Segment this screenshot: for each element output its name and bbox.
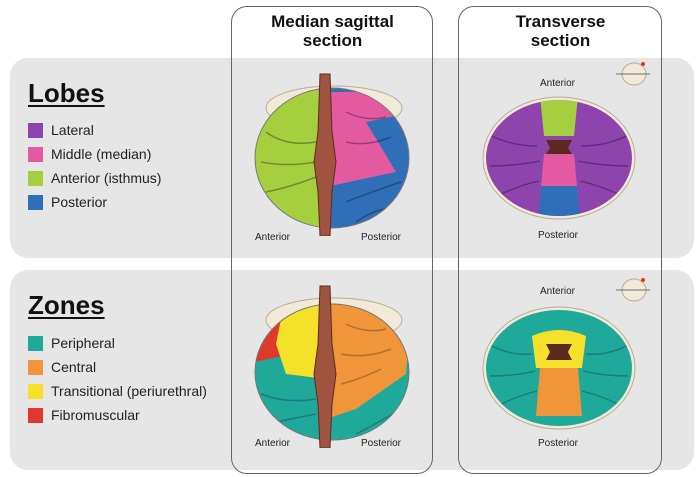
central-swatch [28,360,43,375]
legend-item-lateral: Lateral [28,118,161,142]
transverse-lobes-diagram [482,96,636,220]
lateral-swatch [28,123,43,138]
legend-item-posterior: Posterior [28,190,161,214]
legend-item-central: Central [28,355,207,379]
anterior-swatch [28,171,43,186]
legend-label: Fibromuscular [51,407,140,423]
legend-item-transitional: Transitional (periurethral) [28,379,207,403]
middle-swatch [28,147,43,162]
legend-item-fibromuscular: Fibromuscular [28,403,207,427]
posterior-swatch [28,195,43,210]
legend-label: Posterior [51,194,107,210]
label-anterior: Anterior [540,286,575,297]
sagittal-zones-diagram [246,284,420,448]
label-posterior: Posterior [538,230,578,241]
peripheral-swatch [28,336,43,351]
transverse-zones-diagram [482,306,636,430]
legend-label: Anterior (isthmus) [51,170,161,186]
label-anterior: Anterior [255,438,290,449]
orientation-thumbnail-icon [614,274,652,304]
lobes-legend: Lateral Middle (median) Anterior (isthmu… [28,118,161,214]
label-anterior: Anterior [255,232,290,243]
zones-legend: Peripheral Central Transitional (periure… [28,331,207,427]
legend-label: Central [51,359,96,375]
orientation-thumbnail-icon [614,58,652,88]
urethra-lumen [546,140,572,154]
legend-item-middle: Middle (median) [28,142,161,166]
legend-label: Transitional (periurethral) [51,383,207,399]
legend-item-anterior: Anterior (isthmus) [28,166,161,190]
zones-heading: Zones [28,290,105,321]
legend-label: Lateral [51,122,94,138]
middle-lobe-region [541,154,577,186]
label-posterior: Posterior [361,232,401,243]
lobes-heading: Lobes [28,78,105,109]
transitional-swatch [28,384,43,399]
transverse-column-title: Transverse section [458,12,663,50]
anterior-lobe-region [540,96,578,136]
central-zone-region [536,368,582,416]
label-posterior: Posterior [361,438,401,449]
label-anterior: Anterior [540,78,575,89]
label-posterior: Posterior [538,438,578,449]
legend-label: Peripheral [51,335,115,351]
fibromuscular-swatch [28,408,43,423]
legend-label: Middle (median) [51,146,151,162]
legend-item-peripheral: Peripheral [28,331,207,355]
sagittal-column-title: Median sagittal section [231,12,434,50]
sagittal-lobes-diagram [246,72,420,236]
